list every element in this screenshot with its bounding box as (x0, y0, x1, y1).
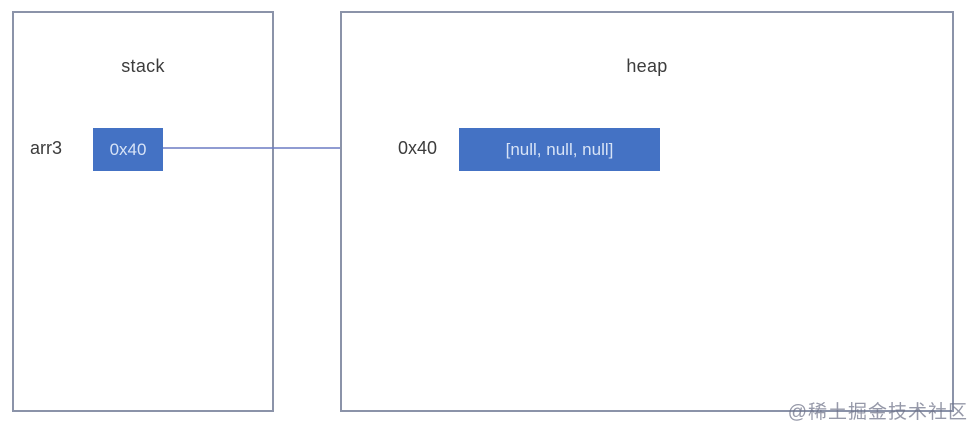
stack-title: stack (121, 56, 165, 76)
heap-array-value: [null, null, null] (505, 139, 614, 159)
heap-title: heap (626, 56, 668, 76)
stack-pointer-cell: 0x40 (93, 128, 163, 171)
heap-array-cell: [null, null, null] (459, 128, 660, 171)
variable-name-label: arr3 (30, 138, 63, 158)
stack-box: stack (12, 11, 274, 412)
heap-box: heap (340, 11, 954, 412)
heap-address-label: 0x40 (398, 138, 438, 158)
watermark: @稀土掘金技术社区 (787, 402, 968, 423)
stack-pointer-value: 0x40 (109, 139, 147, 159)
